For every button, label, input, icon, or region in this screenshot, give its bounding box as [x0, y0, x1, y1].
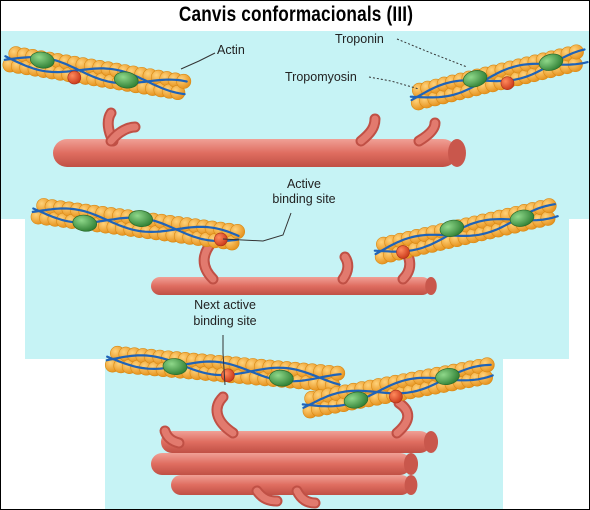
next-site-label-line1: Next active	[194, 298, 256, 312]
myosin-rod-end	[404, 475, 418, 495]
active-site-label-line1: Active	[287, 177, 321, 191]
myosin-head-3c-highlight	[253, 487, 281, 505]
troponin-complex	[29, 51, 55, 69]
actin-bead	[330, 365, 346, 381]
tropomyosin-strand	[4, 55, 186, 96]
myosin-head-1b-highlight	[107, 123, 139, 145]
actin-filament-3a	[104, 345, 346, 393]
actin-leader	[180, 52, 216, 70]
binding-site	[221, 368, 235, 383]
binding-site	[500, 76, 515, 90]
active-site-label-line2: binding site	[272, 192, 335, 206]
actin-filament-2a	[30, 198, 246, 251]
actin-filament-2b	[373, 198, 559, 265]
actin-filament-1a	[2, 46, 192, 101]
binding-site	[396, 245, 410, 259]
myosin-rod-end	[423, 431, 439, 453]
troponin-complex	[269, 369, 294, 387]
troponin-complex	[162, 358, 188, 375]
troponin-leader	[396, 38, 468, 68]
active-site-leader	[222, 212, 292, 242]
binding-site	[67, 70, 82, 85]
tropomyosin-strand	[31, 207, 240, 237]
leader-lines	[180, 38, 468, 386]
myosin-head-1d-highlight	[415, 119, 439, 145]
troponin-complex	[439, 219, 465, 237]
actin-filament-3b	[301, 357, 495, 419]
myosin-thick-filament-3c	[171, 475, 418, 495]
myosin-rod-end	[425, 277, 437, 295]
troponin-complex	[435, 367, 460, 386]
tropomyosin-label: Tropomyosin	[285, 70, 357, 84]
myosin-thick-filament-2	[151, 277, 437, 295]
actin-label: Actin	[217, 43, 245, 57]
troponin-complex	[462, 70, 488, 88]
myosin-head-1c-highlight	[357, 115, 379, 145]
myosin-head-3e-highlight	[161, 427, 183, 447]
next-site-label-line2: binding site	[193, 314, 256, 328]
myosin-rod-end	[448, 139, 466, 167]
myosin-head-3b-highlight	[393, 399, 412, 437]
myosin-head-2b-highlight	[339, 253, 352, 283]
actin-layer	[2, 44, 589, 419]
myosin-rod	[161, 431, 431, 453]
diagram-title: Canvis conformacionals (III)	[178, 3, 414, 26]
tropomyosin-leader	[368, 76, 420, 90]
troponin-complex	[128, 210, 153, 228]
myosin-rod	[151, 453, 411, 475]
troponin-complex	[114, 71, 139, 89]
myosin-rod	[53, 139, 457, 167]
myosin-rod	[151, 277, 431, 295]
troponin-complex	[509, 209, 535, 227]
myosin-thick-filament-3b	[151, 453, 419, 475]
tropomyosin-strand	[301, 374, 494, 408]
myosin-rod	[171, 475, 411, 495]
troponin-complex	[72, 214, 98, 232]
troponin-complex	[538, 53, 564, 71]
myosin-rod-end	[403, 453, 419, 475]
next-site-leader	[222, 335, 226, 386]
myosin-thick-filament-1	[53, 139, 466, 167]
actin-filament-1b	[409, 44, 589, 111]
troponin-label: Troponin	[335, 32, 384, 46]
binding-site	[389, 389, 403, 404]
myosin-head-3d-highlight	[293, 487, 319, 507]
myosin-head-3a-highlight	[213, 393, 237, 437]
troponin-complex	[343, 391, 369, 409]
